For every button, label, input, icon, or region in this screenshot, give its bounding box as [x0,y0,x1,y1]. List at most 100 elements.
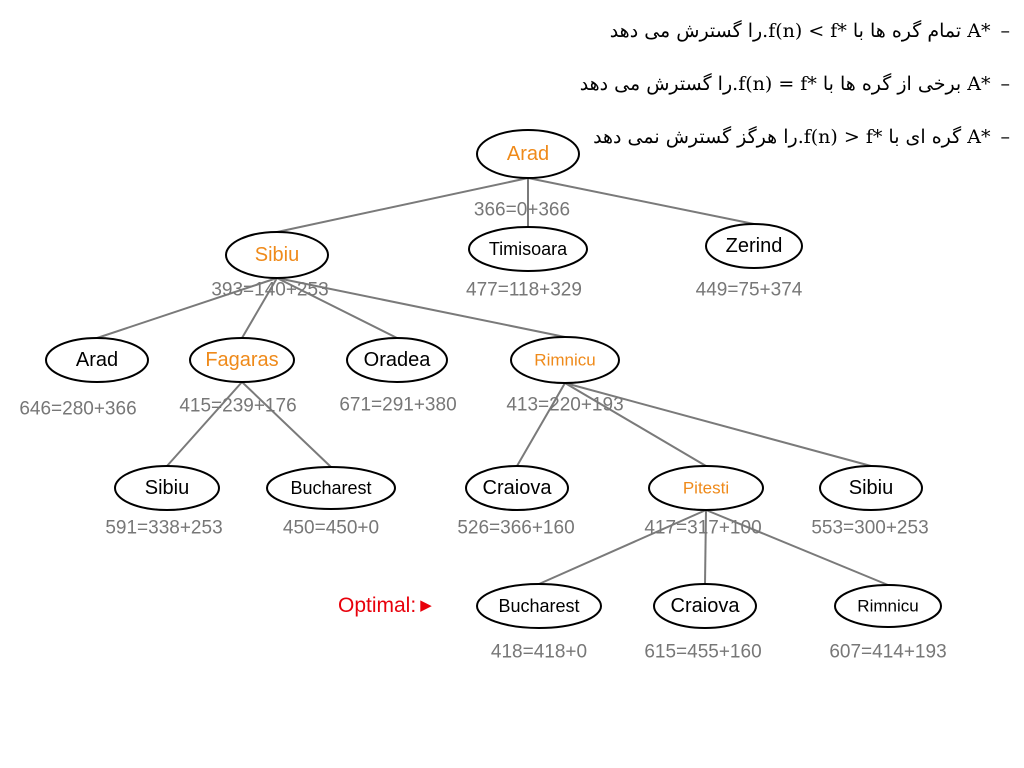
edge-arad-root-to-sibiu [276,177,529,233]
node-arad-2: Arad [45,337,149,383]
node-ellipse [653,583,757,629]
node-label: Arad [507,143,549,165]
cost-label-fagaras: 415=239+176 [179,396,296,417]
edge-rimnicu-to-pitesti [564,382,707,467]
node-label: Fagaras [205,349,278,371]
node-label: Rimnicu [857,597,918,616]
cost-label-zerind: 449=75+374 [696,280,803,301]
node-label: Oradea [364,349,432,371]
cost-label-pitesti: 417=317+100 [644,518,761,539]
rule-line-2: را گسترش می دهد.f(n) = f* برخی از گره ها… [580,73,1010,95]
node-label: Arad [76,349,118,371]
rule-1-expr: f(n) < f* [768,20,847,42]
node-bucharest-4: Bucharest [476,583,602,629]
rule-line-3: را هرگز گسترش نمی دهد.f(n) > f* گره ای ب… [593,126,1010,148]
node-ellipse [346,337,448,383]
node-label: Timisoara [489,239,568,259]
cost-label-oradea: 671=291+380 [339,395,456,416]
rule-2-pre: برخی از گره ها با [816,73,968,95]
node-label: Sibiu [145,477,189,499]
cost-label-timisoara: 477=118+329 [466,280,582,301]
node-craiova-3: Craiova [465,465,569,511]
rule-1-post: را گسترش می دهد. [609,20,769,42]
cost-label-arad-2: 646=280+366 [19,399,136,420]
edge-pitesti-to-craiova-4 [704,509,707,585]
optimal-text: Optimal: [338,594,417,617]
edge-sibiu-to-oradea [276,277,398,339]
edge-pitesti-to-bucharest-4 [538,509,707,585]
node-ellipse [476,129,580,179]
optimal-arrow-icon: ▶ [420,597,432,614]
node-ellipse [819,465,923,511]
node-ellipse [225,231,329,279]
rule-1-prefix: – [1000,20,1011,42]
node-rimnicu-4: Rimnicu [834,584,942,628]
node-sibiu-3b: Sibiu [819,465,923,511]
rule-3-post: را هرگز گسترش نمی دهد. [593,126,804,148]
node-timisoara: Timisoara [468,226,588,272]
rule-1-pre: تمام گره ها با [846,20,968,42]
node-label: Craiova [483,477,553,499]
rule-1-lhs: A* [967,20,991,42]
node-ellipse [834,584,942,628]
cost-label-craiova-4: 615=455+160 [644,642,761,663]
cost-label-bucharest-3: 450=450+0 [283,518,379,539]
node-label: Pitesti [683,479,729,498]
tree-edges [96,177,889,586]
node-oradea: Oradea [346,337,448,383]
rule-3-expr: f(n) > f* [803,126,883,148]
cost-label-arad-root: 366=0+366 [474,200,570,221]
cost-label-rimnicu-4: 607=414+193 [829,642,946,663]
edge-fagaras-to-sibiu-3a [166,381,243,467]
rule-3-prefix: – [1000,126,1011,148]
edge-sibiu-to-fagaras [241,277,278,339]
node-label: Sibiu [849,477,893,499]
node-label: Zerind [726,235,783,257]
cost-label-sibiu-3a: 591=338+253 [105,518,222,539]
optimal-label: Optimal:▶ [338,594,432,618]
cost-label-rimnicu: 413=220+193 [506,395,623,416]
cost-label-bucharest-4: 418=418+0 [491,642,587,663]
edge-pitesti-to-rimnicu-4 [705,509,889,586]
edge-arad-root-to-zerind [527,177,755,225]
node-ellipse [468,226,588,272]
node-label: Sibiu [255,244,299,266]
node-ellipse [45,337,149,383]
node-ellipse [266,466,396,510]
node-sibiu-3a: Sibiu [114,465,220,511]
node-ellipse [510,336,620,384]
node-label: Bucharest [290,478,371,498]
node-bucharest-3: Bucharest [266,466,396,510]
node-ellipse [189,337,295,383]
tree-costs: 366=0+366 393=140+253 477=118+329 449=75+37… [19,200,946,663]
node-label: Bucharest [498,596,579,616]
edge-sibiu-to-arad-2 [96,277,278,339]
edge-rimnicu-to-sibiu-3b [564,382,872,467]
cost-label-craiova-3: 526=366+160 [457,518,574,539]
node-sibiu: Sibiu [225,231,329,279]
rule-line-1: را گسترش می دهد.f(n) < f* تمام گره ها با… [610,20,1010,42]
node-arad-root: Arad [476,129,580,179]
node-ellipse [648,465,764,511]
node-ellipse [114,465,220,511]
edge-sibiu-to-rimnicu [276,277,566,338]
cost-label-sibiu-3b: 553=300+253 [811,518,928,539]
node-label: Craiova [671,595,741,617]
edge-fagaras-to-bucharest-3 [241,381,332,468]
node-zerind: Zerind [705,223,803,269]
node-ellipse [705,223,803,269]
node-fagaras: Fagaras [189,337,295,383]
rule-2-lhs: A* [967,73,991,95]
rule-2-post: را گسترش می دهد. [579,73,739,95]
cost-label-sibiu: 393=140+253 [211,280,328,301]
node-ellipse [476,583,602,629]
node-rimnicu: Rimnicu [510,336,620,384]
node-craiova-4: Craiova [653,583,757,629]
node-ellipse [465,465,569,511]
rule-2-prefix: – [1000,73,1011,95]
rule-3-pre: گره ای با [882,126,968,148]
rule-2-expr: f(n) = f* [738,73,817,95]
edge-rimnicu-to-craiova-3 [516,382,566,467]
